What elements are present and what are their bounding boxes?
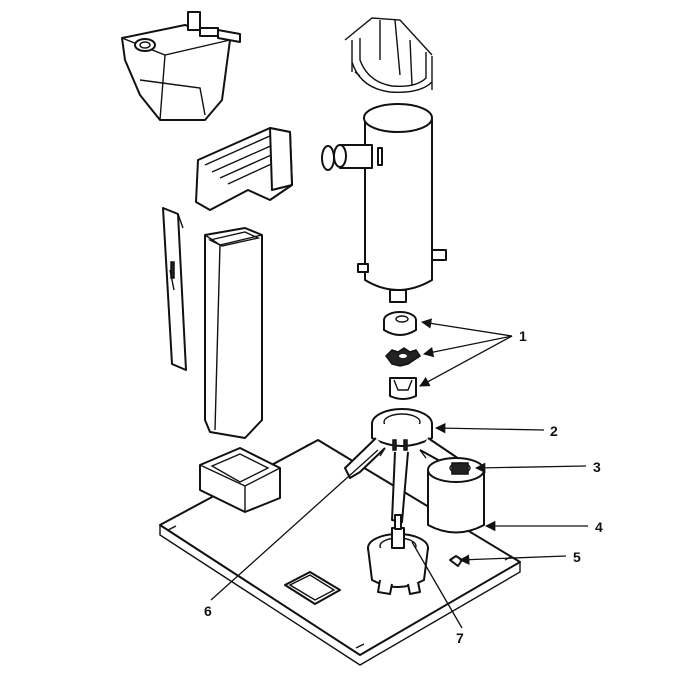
callout-2: 2: [550, 423, 558, 439]
motor-mount: [344, 408, 471, 523]
coupling-spider: [385, 347, 422, 367]
callout-labels: 1 2 3 4 5 6 7: [204, 328, 603, 646]
callout-1: 1: [519, 328, 527, 344]
callout-6: 6: [204, 603, 212, 619]
side-panel: [162, 207, 187, 371]
drip-tray: [199, 447, 281, 513]
vertical-duct: [204, 227, 263, 439]
tank-fitting: [217, 29, 241, 43]
callout-5: 5: [573, 549, 581, 565]
gasket-ring: [321, 145, 335, 171]
tank-valve: [187, 11, 201, 31]
motor-terminal: [451, 462, 469, 475]
callout-3: 3: [593, 459, 601, 475]
motor: [427, 457, 485, 534]
tank-port: [134, 38, 156, 52]
wire-bracket: [344, 17, 433, 93]
water-tank: [121, 11, 241, 121]
impeller-shaft: [391, 527, 405, 549]
callout-4: 4: [595, 519, 603, 535]
leader-lines: [210, 318, 588, 629]
impeller-housing: [367, 514, 463, 595]
coupling-bottom: [389, 377, 417, 400]
callout-7: 7: [456, 630, 464, 646]
coupling-top: [383, 311, 417, 336]
elbow-duct: [195, 127, 293, 211]
boiler-cylinder: [333, 103, 447, 303]
